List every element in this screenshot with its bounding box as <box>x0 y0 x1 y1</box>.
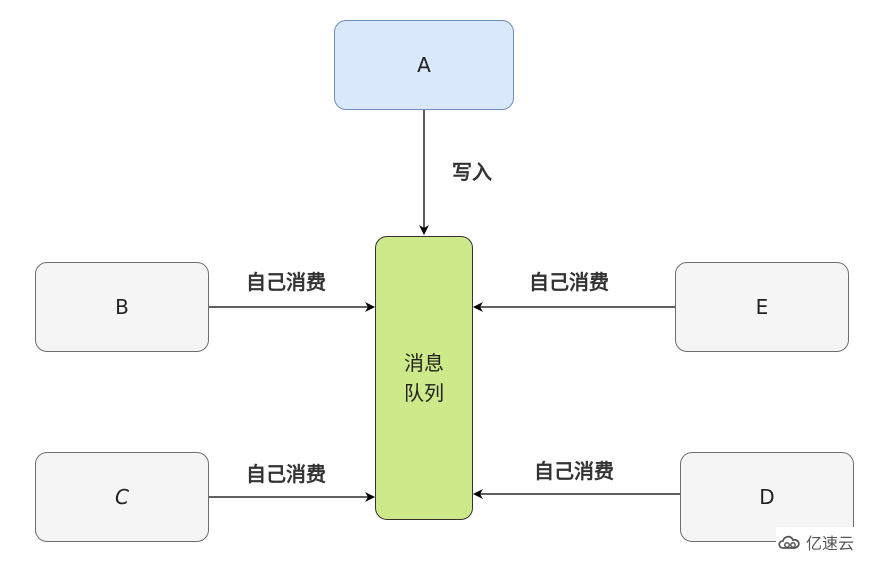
edge-label-e-consume: 自己消费 <box>529 270 609 294</box>
edge-label-d-consume: 自己消费 <box>534 459 614 483</box>
node-a-label: A <box>417 53 431 77</box>
watermark-text: 亿速云 <box>806 534 855 553</box>
edge-label-c-consume: 自己消费 <box>246 462 326 486</box>
watermark: 亿速云 <box>776 527 875 557</box>
node-c[interactable]: C <box>35 452 209 542</box>
edge-label-write: 写入 <box>452 160 492 184</box>
queue-label-line2: 队列 <box>404 381 444 405</box>
node-c-label: C <box>115 485 129 509</box>
node-b-label: B <box>115 295 129 319</box>
node-a[interactable]: A <box>334 20 514 110</box>
node-e[interactable]: E <box>675 262 849 352</box>
edge-label-b-consume: 自己消费 <box>246 270 326 294</box>
cloud-logo-icon <box>778 535 800 549</box>
node-b[interactable]: B <box>35 262 209 352</box>
node-e-label: E <box>755 295 769 319</box>
queue-label-line1: 消息 <box>404 351 444 375</box>
node-d-label: D <box>759 485 775 509</box>
node-message-queue[interactable]: 消息 队列 <box>375 236 473 520</box>
